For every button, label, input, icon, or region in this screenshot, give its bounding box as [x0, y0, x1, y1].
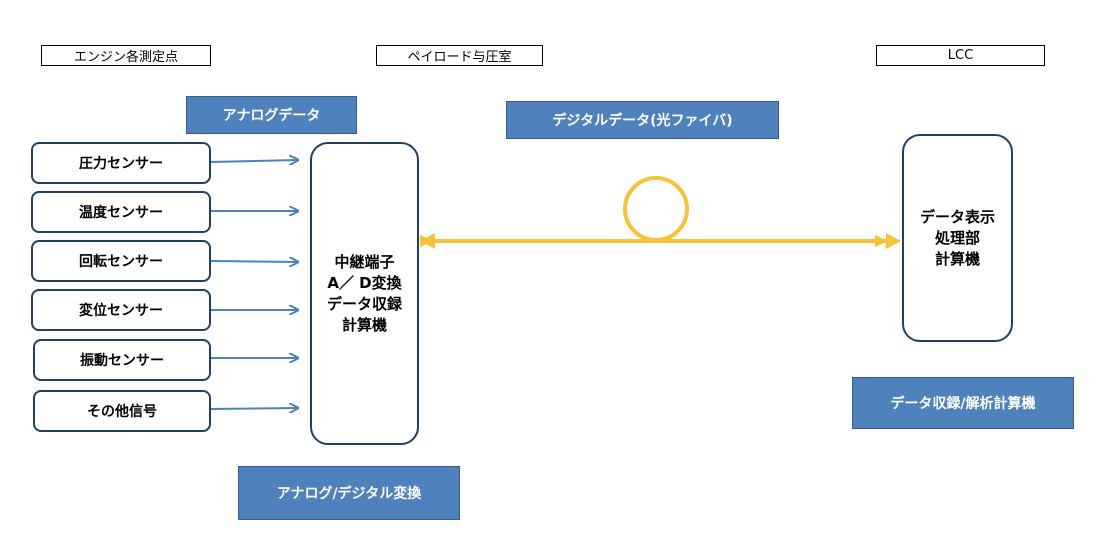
header-engine-measurement-points: エンジン各測定点	[41, 45, 211, 66]
label-digital-data-fiber: デジタルデータ(光ファイバ)	[506, 101, 779, 139]
fiber-arrowhead-right	[886, 233, 901, 249]
display-line-1: データ表示	[919, 207, 995, 226]
label-ad-conversion: アナログ/デジタル変換	[238, 466, 460, 520]
data-display-processing-box: データ表示 処理部 計算機	[902, 134, 1013, 342]
display-line-2: 処理部	[934, 228, 980, 247]
arrow-other-to-relay	[210, 408, 298, 409]
sensor-box-pressure: 圧力センサー	[31, 142, 211, 184]
label-analog-data: アナログデータ	[186, 96, 357, 134]
relay-line-1: 中継端子	[334, 252, 395, 271]
sensor-box-vibration: 振動センサー	[33, 339, 211, 381]
sensor-box-displacement: 変位センサー	[31, 289, 211, 331]
relay-line-4: 計算機	[341, 315, 387, 334]
relay-line-2: A／ D変換	[327, 273, 402, 292]
relay-line-3: データ収録	[326, 294, 402, 313]
display-line-3: 計算機	[934, 249, 980, 268]
sensor-box-other-signals: その他信号	[33, 390, 211, 432]
header-payload-room: ペイロード与圧室	[376, 45, 543, 66]
arrow-rotation-to-relay	[210, 261, 298, 262]
label-data-recording-analysis: データ収録/解析計算機	[852, 377, 1074, 429]
sensor-box-temperature: 温度センサー	[31, 191, 211, 233]
sensor-box-rotation: 回転センサー	[31, 240, 211, 282]
fiber-loop-icon	[623, 176, 689, 242]
header-lcc: LCC	[876, 45, 1045, 66]
relay-ad-recording-computer-box: 中継端子 A／ D変換 データ収録 計算機	[310, 142, 419, 445]
fiber-arrowhead-left	[420, 233, 435, 249]
arrow-pressure-to-relay	[210, 160, 298, 162]
